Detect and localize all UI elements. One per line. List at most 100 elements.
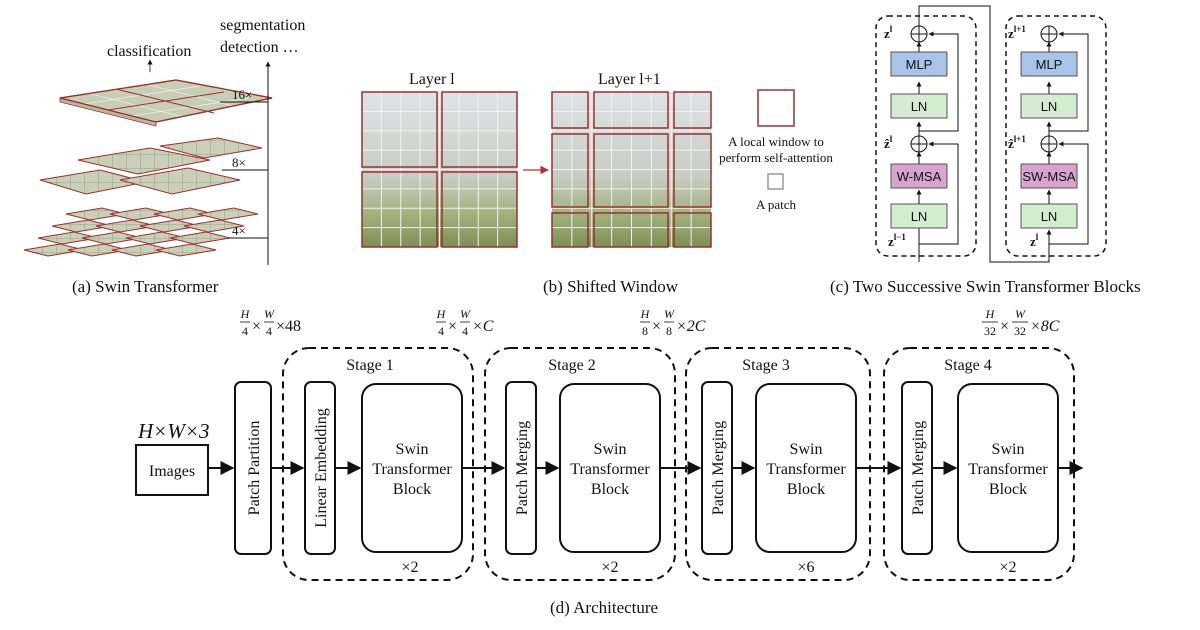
stage-3-patch-merging-label: Patch Merging <box>710 421 727 515</box>
block2-out-label: zl+1 <box>1008 24 1026 41</box>
scale-4x-label: 4× <box>232 223 246 238</box>
legend-window-swatch <box>757 89 795 127</box>
frac-num: H <box>985 307 996 321</box>
stage-2-label: Stage 2 <box>548 357 596 374</box>
stage-2-repeat: ×2 <box>601 559 618 576</box>
caption-b: (b) Shifted Window <box>543 277 679 296</box>
patch-partition-label: Patch Partition <box>246 421 263 516</box>
feature-tile-4x <box>197 207 259 221</box>
block1-frame <box>875 15 977 257</box>
block2: LN SW-MSA LN MLP zl+1 ẑl+1 zl <box>1008 24 1089 250</box>
feature-tile-4x <box>183 219 245 233</box>
times-sign: × <box>448 318 457 335</box>
dims-tail: ×2C <box>676 318 706 335</box>
frac-num: H <box>640 307 651 321</box>
stage-2-frame <box>484 347 676 581</box>
times-sign: × <box>652 318 661 335</box>
layer-l-label: Layer l <box>409 71 455 88</box>
dims-tail: ×8C <box>1030 318 1060 335</box>
swin-block-label-4: Swin <box>992 441 1025 458</box>
swin-block-label-4: Transformer <box>968 461 1048 478</box>
input-dims: H×W×3 <box>137 419 210 443</box>
stage-3-repeat: ×6 <box>797 559 814 576</box>
layer-l-windows <box>361 91 518 248</box>
scale-16x-label: 16× <box>232 87 252 102</box>
feature-tile-4x <box>155 243 217 257</box>
frac-den: 32 <box>984 324 996 338</box>
swin-block-label-2: Swin <box>594 441 627 458</box>
frac-den: 8 <box>666 324 672 338</box>
frac-num: W <box>460 307 471 321</box>
stage-4-patch-merging-label: Patch Merging <box>910 421 927 515</box>
block2-ln-bottom-label: LN <box>1041 209 1058 224</box>
panel-a-hierarchy: classification segmentation detection … … <box>23 17 305 296</box>
legend-patch-label: A patch <box>756 197 797 212</box>
block1-hat-label: ẑl <box>884 134 893 151</box>
frac-den: 32 <box>1014 324 1026 338</box>
frac-num: W <box>1015 307 1026 321</box>
frac-num: H <box>436 307 447 321</box>
feature-tile-4x <box>169 231 231 245</box>
block1-ln-bottom-label: LN <box>911 209 928 224</box>
block2-mlp-label: MLP <box>1036 57 1063 72</box>
legend-window-line1: A local window to <box>728 134 824 149</box>
block1-in-label: zl−1 <box>888 232 906 249</box>
block1: LN W-MSA LN MLP zl ẑl zl−1 <box>884 24 959 262</box>
stage-1-label: Stage 1 <box>346 357 394 374</box>
layer-l1-label: Layer l+1 <box>598 71 661 88</box>
block2-ln-top-label: LN <box>1041 99 1058 114</box>
block1-wmsa <box>890 163 948 189</box>
times-sign: × <box>1000 318 1009 335</box>
stage-2-patch-merging-label: Patch Merging <box>514 421 531 515</box>
frac-den: 4 <box>242 324 248 338</box>
frac-den: 4 <box>462 324 468 338</box>
block2-in-label: zl <box>1030 232 1039 249</box>
dims-1: H4×W4×48 <box>240 307 301 338</box>
detection-label: detection … <box>220 39 299 56</box>
swin-block-label-2: Transformer <box>570 461 650 478</box>
stage-4-repeat: ×2 <box>999 559 1016 576</box>
dims-tail: ×C <box>472 318 494 335</box>
stage-1-repeat: ×2 <box>401 559 418 576</box>
swin-block-label-1: Swin <box>396 441 429 458</box>
frac-num: W <box>664 307 675 321</box>
frac-num: H <box>240 307 251 321</box>
block1-mlp-label: MLP <box>906 57 933 72</box>
stage-3-frame <box>685 347 871 581</box>
block1-out-label: zl <box>884 24 893 41</box>
stage-1-frame <box>282 347 474 581</box>
panel-b-shifted-window: Layer l Layer l+1 A local window to <box>361 71 833 296</box>
swin-block-label-3: Transformer <box>766 461 846 478</box>
swin-block-label-3: Block <box>787 481 825 498</box>
block2-swmsa-label: SW-MSA <box>1022 169 1076 184</box>
block2-mlp <box>1020 51 1078 77</box>
swin-block-label-3: Swin <box>790 441 823 458</box>
layer-l1-windows <box>551 91 712 248</box>
images-box <box>135 444 209 496</box>
dims-3: H 8 ×W 8 ×2C <box>640 307 706 338</box>
block1-wmsa-label: W-MSA <box>897 169 942 184</box>
block1-ln-top-label: LN <box>911 99 928 114</box>
panel-c-blocks: LN W-MSA LN MLP zl ẑl zl−1 <box>830 5 1141 296</box>
linear-embedding-label: Linear Embedding <box>313 408 330 528</box>
legend-patch-swatch <box>767 173 784 190</box>
block2-hat-label: ẑl+1 <box>1008 134 1026 151</box>
scale-8x-label: 8× <box>232 155 246 170</box>
legend-window-line2: perform self-attention <box>719 150 833 165</box>
frac-den: 4 <box>438 324 444 338</box>
classification-label: classification <box>107 43 191 60</box>
frac-den: 8 <box>642 324 648 338</box>
stage-4-label: Stage 4 <box>944 357 992 374</box>
frac-den: 4 <box>266 324 272 338</box>
frac-num: W <box>264 307 275 321</box>
caption-a: (a) Swin Transformer <box>72 277 219 296</box>
swin-block-label-1: Block <box>393 481 431 498</box>
dims-4: H 32 × W 32 ×8C <box>982 307 1060 338</box>
images-label: Images <box>149 463 195 480</box>
block2-ln-top <box>1020 93 1078 119</box>
stage-3-label: Stage 3 <box>742 357 790 374</box>
swin-block-label-4: Block <box>989 481 1027 498</box>
swin-block-label-1: Transformer <box>372 461 452 478</box>
